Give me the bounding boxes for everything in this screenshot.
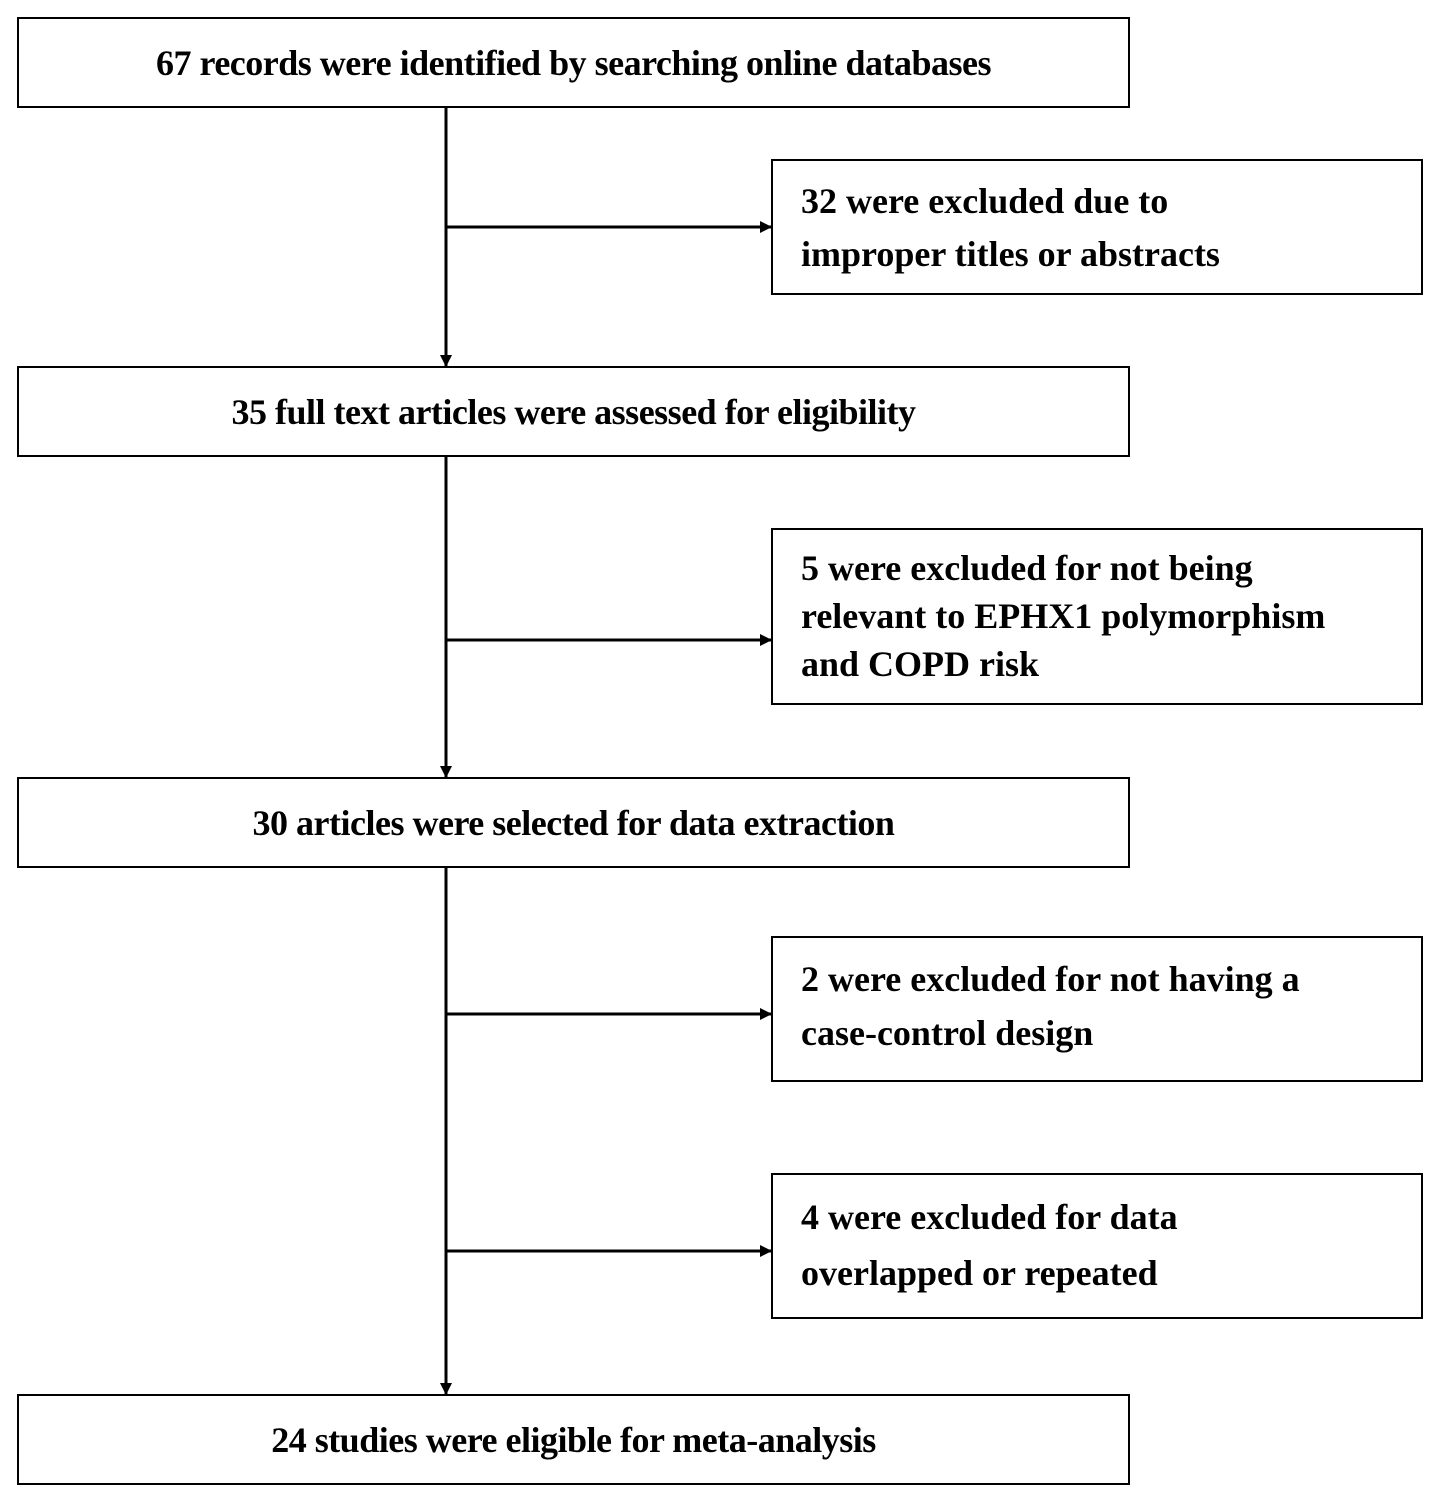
records-identified-text: 67 records were identified by searching … bbox=[156, 42, 992, 83]
excluded-design-line-2: case-control design bbox=[801, 1013, 1094, 1053]
articles-selected-box: 30 articles were selected for data extra… bbox=[17, 777, 1130, 868]
studies-eligible-box: 24 studies were eligible for meta-analys… bbox=[17, 1394, 1130, 1485]
excluded-design-box: 2 were excluded for not having a case-co… bbox=[771, 936, 1423, 1082]
articles-selected-text: 30 articles were selected for data extra… bbox=[252, 802, 895, 843]
records-identified-box: 67 records were identified by searching … bbox=[17, 17, 1130, 108]
excluded-relevance-line-1: 5 were excluded for not being bbox=[801, 548, 1253, 588]
excluded-design-line-1: 2 were excluded for not having a bbox=[801, 959, 1300, 999]
excluded-overlap-line-1: 4 were excluded for data bbox=[801, 1197, 1178, 1237]
excluded-overlap-box: 4 were excluded for data overlapped or r… bbox=[771, 1173, 1423, 1319]
fulltext-assessed-text: 35 full text articles were assessed for … bbox=[231, 391, 916, 432]
fulltext-assessed-box: 35 full text articles were assessed for … bbox=[17, 366, 1130, 457]
excluded-titles-box: 32 were excluded due to improper titles … bbox=[771, 159, 1423, 295]
excluded-relevance-line-3: and COPD risk bbox=[801, 644, 1040, 684]
excluded-relevance-line-2: relevant to EPHX1 polymorphism bbox=[801, 596, 1326, 636]
excluded-titles-line-1: 32 were excluded due to bbox=[801, 181, 1169, 221]
excluded-titles-line-2: improper titles or abstracts bbox=[801, 234, 1220, 274]
studies-eligible-text: 24 studies were eligible for meta-analys… bbox=[271, 1419, 876, 1460]
excluded-overlap-line-2: overlapped or repeated bbox=[801, 1253, 1158, 1293]
excluded-relevance-box: 5 were excluded for not being relevant t… bbox=[771, 528, 1423, 705]
